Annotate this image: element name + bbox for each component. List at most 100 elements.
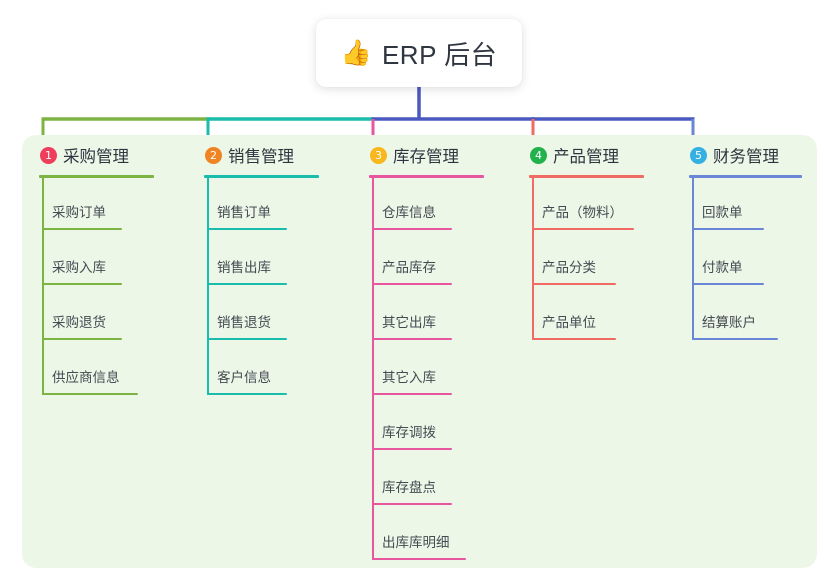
branch-items-1: 采购订单采购入库采购退货供应商信息 xyxy=(22,175,187,395)
branch-underline-4 xyxy=(529,175,644,178)
branch-item-underline xyxy=(692,283,764,285)
branch-badge-3: 3 xyxy=(370,146,387,164)
branch-item-label: 采购退货 xyxy=(52,315,106,330)
branch-item-underline xyxy=(372,228,452,230)
branch-item[interactable]: 其它出库 xyxy=(352,285,512,340)
branch-item-underline xyxy=(207,228,287,230)
branch-item[interactable]: 销售出库 xyxy=(187,230,352,285)
branch-item-label: 采购入库 xyxy=(52,260,106,275)
branch-spine-1 xyxy=(42,175,44,395)
branch-badge-1: 1 xyxy=(40,146,57,164)
thumbs-up-icon: 👍 xyxy=(340,38,372,67)
branch-title-4: 产品管理 xyxy=(553,148,619,166)
branch-item-underline xyxy=(42,338,122,340)
branch-title-1: 采购管理 xyxy=(63,148,129,166)
branch-header-2[interactable]: 2 销售管理 xyxy=(187,135,352,175)
branch-item[interactable]: 采购退货 xyxy=(22,285,187,340)
branch-item-label: 库存盘点 xyxy=(382,480,436,495)
branch-item-label: 销售退货 xyxy=(217,315,271,330)
branch-underline-2 xyxy=(204,175,319,178)
branch-items-2: 销售订单销售出库销售退货客户信息 xyxy=(187,175,352,395)
branch-badge-2: 2 xyxy=(205,146,222,164)
branch-item[interactable]: 产品分类 xyxy=(512,230,672,285)
branch-column-5: 5 财务管理回款单付款单结算账户 xyxy=(672,135,817,568)
branch-column-4: 4 产品管理产品（物料） 产品分类产品单位 xyxy=(512,135,672,568)
branch-item-underline xyxy=(207,283,287,285)
branch-item[interactable]: 客户信息 xyxy=(187,340,352,395)
branch-item-label: 付款单 xyxy=(702,260,743,275)
branch-item-underline xyxy=(532,228,634,230)
branch-item[interactable]: 仓库信息 xyxy=(352,175,512,230)
branch-item-underline xyxy=(532,338,616,340)
branch-item-label: 其它出库 xyxy=(382,315,436,330)
branch-title-3: 库存管理 xyxy=(393,148,459,166)
branch-item-label: 销售订单 xyxy=(217,205,271,220)
branch-items-5: 回款单付款单结算账户 xyxy=(672,175,817,340)
branch-spine-2 xyxy=(207,175,209,395)
branch-item-underline xyxy=(42,228,122,230)
branch-header-4[interactable]: 4 产品管理 xyxy=(512,135,672,175)
branch-item-underline xyxy=(42,393,138,395)
branch-item-label: 库存调拨 xyxy=(382,425,436,440)
branch-item-label: 出库库明细 xyxy=(382,535,450,550)
branches-panel xyxy=(22,135,817,568)
branch-spine-4 xyxy=(532,175,534,340)
branch-item-underline xyxy=(207,338,287,340)
branch-item-underline xyxy=(207,393,287,395)
branch-item-underline xyxy=(42,283,122,285)
branch-item-label: 产品单位 xyxy=(542,315,596,330)
branch-underline-1 xyxy=(39,175,154,178)
branch-item[interactable]: 库存盘点 xyxy=(352,450,512,505)
branch-badge-5: 5 xyxy=(690,146,707,164)
branch-item[interactable]: 产品单位 xyxy=(512,285,672,340)
branch-item[interactable]: 其它入库 xyxy=(352,340,512,395)
branch-item-underline xyxy=(372,338,452,340)
branch-item-underline xyxy=(372,283,452,285)
branch-item-label: 产品分类 xyxy=(542,260,596,275)
branch-column-2: 2 销售管理销售订单销售出库销售退货客户信息 xyxy=(187,135,352,568)
branch-item-label: 其它入库 xyxy=(382,370,436,385)
branch-header-1[interactable]: 1 采购管理 xyxy=(22,135,187,175)
branch-underline-5 xyxy=(689,175,802,178)
branch-item[interactable]: 采购订单 xyxy=(22,175,187,230)
branch-item-underline xyxy=(372,558,466,560)
branch-item[interactable]: 销售退货 xyxy=(187,285,352,340)
branch-column-1: 1 采购管理采购订单采购入库采购退货供应商信息 xyxy=(22,135,187,568)
branch-item-label: 客户信息 xyxy=(217,370,271,385)
branch-item-label: 采购订单 xyxy=(52,205,106,220)
branch-title-2: 销售管理 xyxy=(228,148,294,166)
branch-item-underline xyxy=(372,393,452,395)
branch-item-label: 仓库信息 xyxy=(382,205,436,220)
branch-item[interactable]: 采购入库 xyxy=(22,230,187,285)
branch-item-label: 产品库存 xyxy=(382,260,436,275)
branch-columns: 1 采购管理采购订单采购入库采购退货供应商信息 2 销售管理销售订单销售出库销售退货客… xyxy=(22,135,817,568)
branch-item-label: 回款单 xyxy=(702,205,743,220)
branch-items-4: 产品（物料） 产品分类产品单位 xyxy=(512,175,672,340)
branch-header-3[interactable]: 3 库存管理 xyxy=(352,135,512,175)
root-title: ERP 后台 xyxy=(381,39,498,70)
branch-item-underline xyxy=(692,228,764,230)
branch-item[interactable]: 出库库明细 xyxy=(352,505,512,560)
branch-item-underline xyxy=(692,338,778,340)
branch-item[interactable]: 产品库存 xyxy=(352,230,512,285)
branch-item-underline xyxy=(372,503,452,505)
branch-column-3: 3 库存管理仓库信息产品库存其它出库其它入库库存调拨库存盘点出库库明细 xyxy=(352,135,512,568)
branch-item[interactable]: 销售订单 xyxy=(187,175,352,230)
branch-item[interactable]: 供应商信息 xyxy=(22,340,187,395)
branch-badge-4: 4 xyxy=(530,146,547,164)
branch-item[interactable]: 结算账户 xyxy=(672,285,817,340)
branch-item-label: 产品（物料） xyxy=(542,205,623,220)
branch-item[interactable]: 回款单 xyxy=(672,175,817,230)
branch-item[interactable]: 付款单 xyxy=(672,230,817,285)
branch-underline-3 xyxy=(369,175,484,178)
root-node[interactable]: 👍 ERP 后台 xyxy=(316,19,522,87)
branch-item[interactable]: 产品（物料） xyxy=(512,175,672,230)
branch-items-3: 仓库信息产品库存其它出库其它入库库存调拨库存盘点出库库明细 xyxy=(352,175,512,560)
branch-title-5: 财务管理 xyxy=(713,148,779,166)
branch-item[interactable]: 库存调拨 xyxy=(352,395,512,450)
branch-spine-3 xyxy=(372,175,374,560)
branch-item-underline xyxy=(372,448,452,450)
branch-item-label: 销售出库 xyxy=(217,260,271,275)
branch-header-5[interactable]: 5 财务管理 xyxy=(672,135,817,175)
